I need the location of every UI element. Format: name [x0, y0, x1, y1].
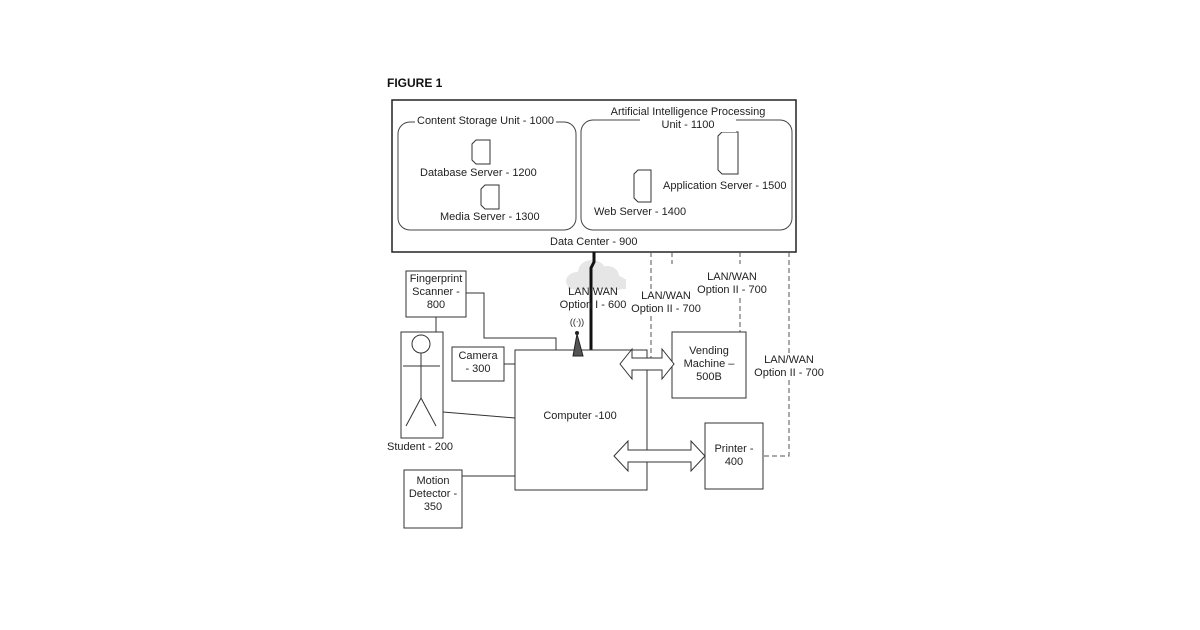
- motion-detector-label-line2: Detector -: [404, 488, 462, 501]
- option2-label-a-line2: Option II - 700: [626, 303, 706, 316]
- option2-label-c-line1: LAN/WAN: [749, 354, 829, 367]
- option1-label-line2: Option I - 600: [553, 299, 633, 312]
- fingerprint-label-line1: Fingerprint: [406, 273, 466, 286]
- computer-printer-arrow: [614, 441, 705, 471]
- vending-machine-label-line1: Vending: [672, 345, 746, 358]
- antenna-icon: [573, 331, 583, 356]
- student-label: Student - 200: [387, 441, 453, 454]
- option1-label-line1: LAN/WAN: [553, 286, 633, 299]
- media-server-label: Media Server - 1300: [440, 211, 540, 224]
- option2-label-c-line2: Option II - 700: [749, 367, 829, 380]
- application-server-label: Application Server - 1500: [663, 180, 787, 193]
- student-figure: [403, 335, 440, 426]
- option2-label-b-line1: LAN/WAN: [692, 271, 772, 284]
- web-server-label: Web Server - 1400: [594, 206, 686, 219]
- application-server-icon: [718, 132, 738, 174]
- ai-processing-label-line2: Unit - 1100: [640, 119, 736, 132]
- printer-label-line1: Printer -: [705, 443, 763, 456]
- wifi-signal-icon: ((ᐧ)): [562, 316, 592, 329]
- camera-label-line2: - 300: [452, 363, 504, 376]
- fingerprint-label-line2: Scanner -: [406, 286, 466, 299]
- student-box: [401, 332, 443, 438]
- ai-processing-label-line1: Artificial Intelligence Processing: [600, 106, 776, 119]
- motion-detector-label-line3: 350: [404, 501, 462, 514]
- computer-label: Computer -100: [530, 410, 630, 423]
- web-server-icon: [634, 170, 651, 202]
- database-server-label: Database Server - 1200: [420, 167, 537, 180]
- motion-detector-label-line1: Motion: [404, 475, 462, 488]
- vending-machine-label-line3: 500B: [672, 371, 746, 384]
- vending-machine-label-line2: Machine –: [672, 358, 746, 371]
- camera-label-line1: Camera: [452, 350, 504, 363]
- printer-label-line2: 400: [705, 456, 763, 469]
- connector-lines: [436, 293, 556, 476]
- database-server-icon: [472, 140, 490, 164]
- content-storage-label: Content Storage Unit - 1000: [415, 115, 556, 128]
- data-center-label: Data Center - 900: [550, 236, 637, 249]
- media-server-icon: [481, 185, 499, 209]
- fingerprint-label-line3: 800: [406, 299, 466, 312]
- option2-label-b-line2: Option II - 700: [692, 284, 772, 297]
